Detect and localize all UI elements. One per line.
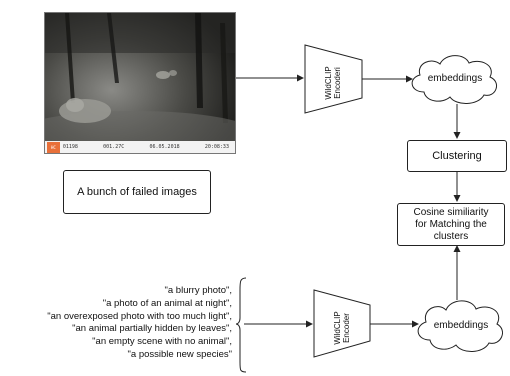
camera-brand-badge: HC [47, 141, 60, 153]
bottom-encoder-shape [313, 289, 371, 358]
bottom-encoder-label: WildCLIP Encoder [333, 302, 351, 354]
failed-images-label: A bunch of failed images [77, 185, 197, 198]
clustering-label: Clustering [432, 149, 482, 162]
bottom-encoder-label-line2: Encoder [342, 313, 351, 343]
prompt-item: "an empty scene with no animal", [92, 336, 232, 348]
bottom-embeddings-cloud [417, 300, 503, 352]
top-embeddings-label: embeddings [427, 73, 483, 84]
cosine-line-3: clusters [433, 230, 469, 242]
camera-info-bar: HC 01198 001.27C 06.05.2018 20:08:33 [45, 141, 235, 153]
failed-images-box: A bunch of failed images [63, 170, 211, 214]
cosine-line-2: for Matching the [415, 218, 487, 230]
cosine-similarity-box: Cosine similiarity for Matching the clus… [397, 203, 505, 246]
bottom-embeddings-label: embeddings [433, 320, 489, 331]
camera-info-count: 01198 [62, 144, 78, 150]
prompt-item: "a blurry photo", [164, 285, 232, 296]
night-forest-image [45, 13, 235, 153]
cosine-line-1: Cosine similiarity [413, 206, 489, 218]
top-encoder-label: WildCLIP Encoderi [324, 57, 342, 109]
trail-camera-photo: HC 01198 001.27C 06.05.2018 20:08:33 [44, 12, 236, 154]
camera-info-temp: 001.27C [103, 144, 125, 150]
top-embeddings-cloud [411, 55, 498, 104]
prompt-item: "an overexposed photo with too much ligh… [47, 310, 232, 322]
prompt-item: "a photo of an animal at night", [102, 297, 232, 309]
clustering-box: Clustering [407, 140, 507, 172]
prompts-brace [235, 277, 247, 373]
bottom-encoder-label-line1: WildCLIP [333, 311, 342, 345]
text-prompts-list: "a blurry photo", "a photo of an animal … [47, 285, 232, 362]
camera-info-time: 20:08:33 [204, 144, 229, 150]
prompt-item: "an animal partially hidden by leaves", [72, 323, 232, 335]
prompt-item: "a possible new species" [127, 348, 232, 360]
top-encoder-label-line1: WildCLIP [324, 66, 333, 100]
camera-info-date: 06.05.2018 [149, 144, 180, 150]
top-encoder-label-line2: Encoderi [333, 67, 342, 99]
top-encoder-shape [304, 44, 363, 114]
